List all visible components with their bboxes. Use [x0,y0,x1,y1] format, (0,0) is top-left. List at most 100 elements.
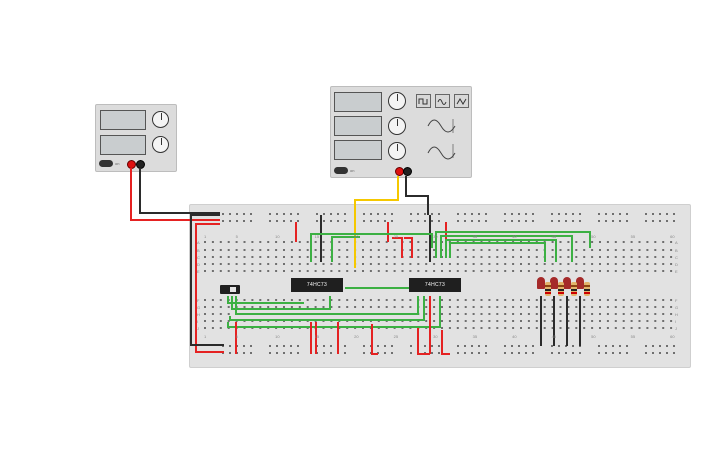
breadboard-hole[interactable] [535,249,538,251]
green-jumper[interactable] [435,231,591,258]
breadboard-hole[interactable] [559,256,562,258]
breadboard-hole[interactable] [322,306,325,308]
breadboard-hole[interactable] [251,263,254,265]
breadboard-hole[interactable] [591,241,594,243]
breadboard-hole[interactable] [614,270,617,272]
breadboard-hole[interactable] [472,270,475,272]
breadboard-hole[interactable] [646,306,649,308]
breadboard-hole[interactable] [662,263,665,265]
breadboard-hole[interactable] [612,345,614,347]
green-jumper[interactable] [231,296,331,310]
breadboard-hole[interactable] [424,213,426,215]
breadboard-hole[interactable] [290,306,293,308]
breadboard-hole[interactable] [673,352,675,354]
breadboard-hole[interactable] [243,306,246,308]
breadboard-hole[interactable] [369,256,372,258]
breadboard-hole[interactable] [219,249,222,251]
breadboard-hole[interactable] [551,256,554,258]
breadboard-hole[interactable] [551,220,553,222]
breadboard-hole[interactable] [441,320,443,322]
breadboard-hole[interactable] [599,249,601,251]
breadboard-hole[interactable] [385,256,388,258]
breadboard-hole[interactable] [243,220,245,222]
breadboard-hole[interactable] [431,220,433,222]
breadboard-hole[interactable] [583,327,586,329]
breadboard-hole[interactable] [638,327,641,329]
breadboard-hole[interactable] [330,352,332,354]
breadboard-hole[interactable] [227,256,230,258]
breadboard-hole[interactable] [567,270,570,272]
breadboard-hole[interactable] [377,249,380,251]
breadboard-hole[interactable] [638,256,641,258]
breadboard-hole[interactable] [417,256,420,258]
breadboard-hole[interactable] [283,213,285,215]
breadboard-hole[interactable] [543,299,546,301]
current-knob-icon[interactable] [152,136,169,153]
breadboard-hole[interactable] [654,320,657,322]
breadboard-hole[interactable] [518,213,520,215]
breadboard-hole[interactable] [283,249,285,251]
breadboard-hole[interactable] [579,220,581,222]
vcc-jumper[interactable] [371,324,378,355]
breadboard-hole[interactable] [344,220,346,222]
breadboard-hole[interactable] [496,299,499,301]
breadboard-hole[interactable] [222,213,224,215]
breadboard-hole[interactable] [409,241,412,243]
breadboard-hole[interactable] [314,256,317,258]
breadboard-hole[interactable] [666,345,668,347]
breadboard-hole[interactable] [243,213,245,215]
breadboard-hole[interactable] [433,263,436,265]
sine-wave-button[interactable] [435,94,450,108]
breadboard-hole[interactable] [532,352,534,354]
breadboard-hole[interactable] [551,320,554,322]
breadboard-hole[interactable] [369,270,372,272]
breadboard-hole[interactable] [496,327,499,329]
breadboard-hole[interactable] [275,263,278,265]
resistor-3[interactable] [571,282,577,296]
breadboard-hole[interactable] [393,263,396,265]
breadboard-hole[interactable] [323,213,325,215]
breadboard-hole[interactable] [612,220,614,222]
breadboard-hole[interactable] [259,263,262,265]
breadboard-hole[interactable] [204,306,206,308]
breadboard-hole[interactable] [283,241,285,243]
breadboard-hole[interactable] [323,345,325,347]
breadboard-hole[interactable] [662,256,665,258]
breadboard-hole[interactable] [630,249,633,251]
breadboard-hole[interactable] [485,220,487,222]
breadboard-hole[interactable] [433,241,436,243]
breadboard-hole[interactable] [670,263,673,265]
breadboard-hole[interactable] [464,352,466,354]
breadboard-hole[interactable] [409,249,412,251]
breadboard-hole[interactable] [504,270,507,272]
breadboard-hole[interactable] [204,256,206,258]
breadboard-hole[interactable] [558,220,560,222]
breadboard-hole[interactable] [433,256,436,258]
breadboard-hole[interactable] [638,299,641,301]
breadboard-hole[interactable] [551,313,554,315]
breadboard-hole[interactable] [575,299,578,301]
breadboard-hole[interactable] [630,313,633,315]
breadboard-hole[interactable] [504,256,507,258]
breadboard-hole[interactable] [520,256,522,258]
breadboard-hole[interactable] [558,352,560,354]
breadboard-hole[interactable] [283,306,285,308]
breadboard-hole[interactable] [235,256,238,258]
breadboard-hole[interactable] [543,263,546,265]
breadboard-hole[interactable] [480,263,483,265]
breadboard-hole[interactable] [511,345,513,347]
breadboard-hole[interactable] [219,327,222,329]
breadboard-hole[interactable] [275,270,278,272]
breadboard-hole[interactable] [606,306,609,308]
breadboard-hole[interactable] [583,270,586,272]
breadboard-hole[interactable] [525,352,527,354]
breadboard-hole[interactable] [559,313,562,315]
breadboard-hole[interactable] [362,263,364,265]
breadboard-hole[interactable] [478,213,480,215]
breadboard-hole[interactable] [243,241,246,243]
breadboard-hole[interactable] [243,249,246,251]
breadboard-hole[interactable] [464,256,467,258]
green-jumper[interactable] [235,296,419,315]
breadboard-hole[interactable] [338,241,341,243]
breadboard-hole[interactable] [362,306,364,308]
